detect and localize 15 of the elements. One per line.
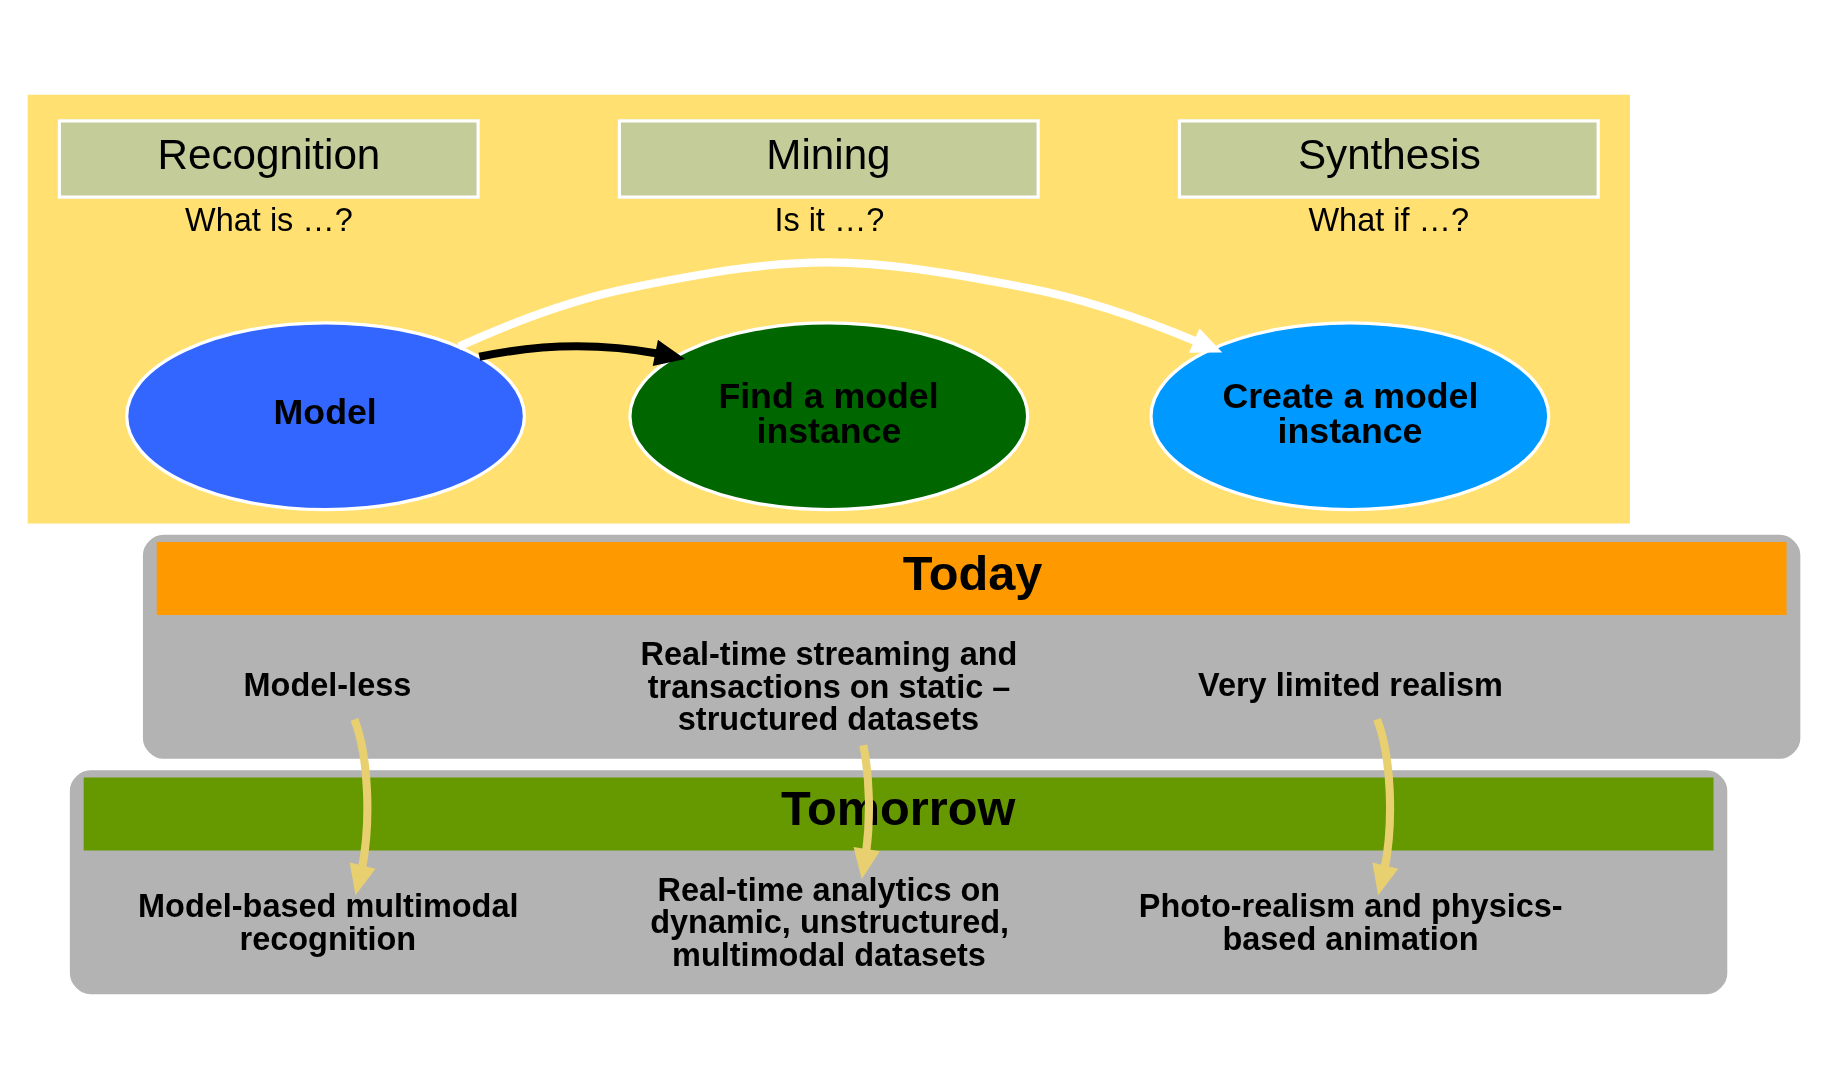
node-text: Model-based multimodal recognition [137,887,519,957]
node-ellipse: Model [124,320,526,511]
node-ellipse: Find a model instance [627,320,1029,511]
node-text: Real-time streaming and transactions on static – structured datasets [639,635,1017,737]
node-text: Very limited realism [1197,666,1503,703]
node-label: What is …? [184,201,353,238]
cluster [27,94,1630,523]
node-text: Real-time analytics on dynamic, unstructured, multimodal datasets [649,871,1009,973]
node-label: Is it …? [773,201,884,238]
arrow [478,339,685,366]
node-label: What if …? [1307,201,1469,238]
node-text: Photo-realism and physics-based animation [1138,887,1563,957]
arrow [456,257,1222,353]
node-ellipse: Create a model instance [1148,320,1550,511]
node-text: Model-less [243,666,411,703]
